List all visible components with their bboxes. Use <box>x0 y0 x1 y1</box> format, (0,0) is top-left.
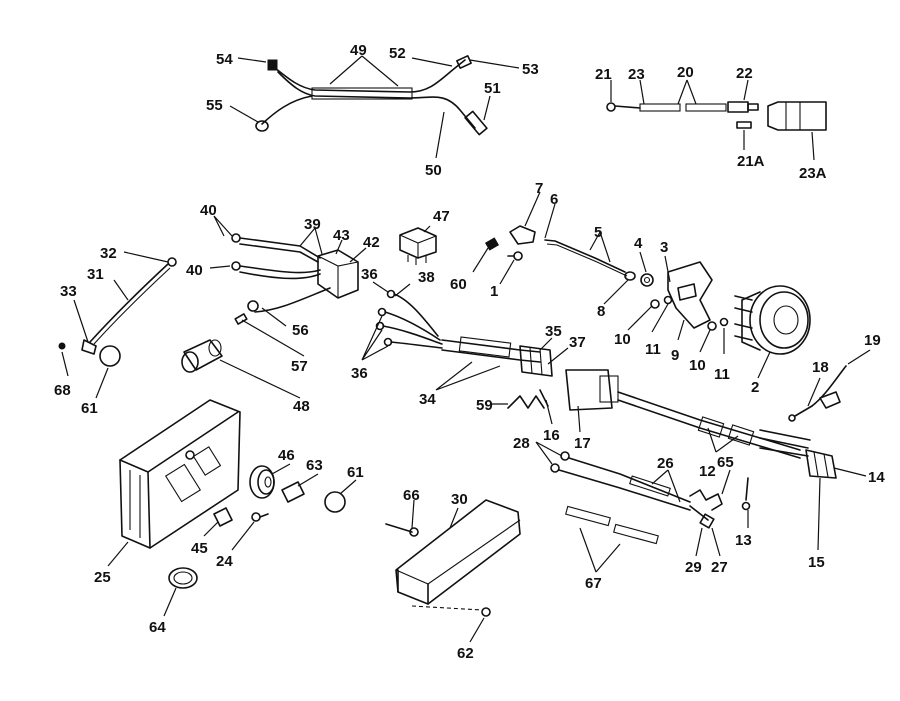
callout-67: 67 <box>585 575 602 592</box>
callout-68: 68 <box>54 382 71 399</box>
callout-42: 42 <box>363 234 380 251</box>
callout-55: 55 <box>206 97 223 114</box>
callout-29: 29 <box>685 559 702 576</box>
clamp-64 <box>168 567 198 589</box>
callout-21A: 21A <box>737 153 765 170</box>
callout-15: 15 <box>808 554 825 571</box>
callout-4: 4 <box>634 235 643 252</box>
terminal-bracket-7 <box>484 225 536 261</box>
leader-lines <box>61 55 871 643</box>
callout-27: 27 <box>711 559 728 576</box>
callout-24: 24 <box>216 553 233 570</box>
callout-18: 18 <box>812 359 829 376</box>
callout-21: 21 <box>595 66 612 83</box>
callout-65: 65 <box>717 454 734 471</box>
callout-36-top: 36 <box>361 266 378 283</box>
main-harness-34 <box>375 289 553 377</box>
callout-23: 23 <box>628 66 645 83</box>
lead-wire-20 <box>606 101 827 131</box>
callout-7: 7 <box>535 180 543 197</box>
callout-1: 1 <box>490 283 498 300</box>
callout-47: 47 <box>433 208 450 225</box>
plug-harness-17 <box>565 369 837 479</box>
grommet-46 <box>249 465 346 513</box>
callout-17: 17 <box>574 435 591 452</box>
callout-30: 30 <box>451 491 468 508</box>
callout-35: 35 <box>545 323 562 340</box>
callout-56: 56 <box>292 322 309 339</box>
callout-46: 46 <box>278 447 295 464</box>
gauge-bracket-9 <box>640 261 729 331</box>
fastener-24 <box>213 507 269 527</box>
callout-10-right: 10 <box>689 357 706 374</box>
sleeves-67 <box>565 505 659 545</box>
callout-61-left: 61 <box>81 400 98 417</box>
callout-37: 37 <box>569 334 586 351</box>
callout-34: 34 <box>419 391 436 408</box>
callout-50: 50 <box>425 162 442 179</box>
callout-labels: 54 49 52 53 51 55 50 21 23 20 22 21A 23A… <box>54 42 885 662</box>
ground-strap-31 <box>58 257 177 367</box>
callout-60: 60 <box>450 276 467 293</box>
callout-57: 57 <box>291 358 308 375</box>
lead-26 <box>550 451 715 529</box>
clamp-65 <box>689 477 751 511</box>
callout-11-right: 11 <box>714 366 730 383</box>
callout-23A: 23A <box>799 165 827 182</box>
callout-12: 12 <box>699 463 716 480</box>
callout-40-top: 40 <box>200 202 217 219</box>
box-25 <box>119 399 241 549</box>
callout-53: 53 <box>522 61 539 78</box>
callout-36-bottom: 36 <box>351 365 368 382</box>
callout-2: 2 <box>751 379 759 396</box>
relay-47 <box>399 227 437 265</box>
callout-19: 19 <box>864 332 881 349</box>
callout-16: 16 <box>543 427 560 444</box>
callout-64: 64 <box>149 619 166 636</box>
callout-48: 48 <box>293 398 310 415</box>
callout-62: 62 <box>457 645 474 662</box>
callout-40-bottom: 40 <box>186 262 203 279</box>
callout-20: 20 <box>677 64 694 81</box>
key-switch-harness-39 <box>231 233 359 325</box>
callout-38: 38 <box>418 269 435 286</box>
callout-45: 45 <box>191 540 208 557</box>
callout-28: 28 <box>513 435 530 452</box>
callout-14: 14 <box>868 469 885 486</box>
clip-59 <box>507 389 549 409</box>
callout-25: 25 <box>94 569 111 586</box>
callout-6: 6 <box>550 191 558 208</box>
callout-11-left: 11 <box>645 341 661 358</box>
callout-9: 9 <box>671 347 679 364</box>
callout-49: 49 <box>350 42 367 59</box>
callout-33: 33 <box>60 283 77 300</box>
callout-63: 63 <box>306 457 323 474</box>
lead-5 <box>544 239 636 281</box>
callout-13: 13 <box>735 532 752 549</box>
cover-30 <box>385 499 521 617</box>
callout-32: 32 <box>100 245 117 262</box>
callout-66: 66 <box>403 487 420 504</box>
callout-43: 43 <box>333 227 350 244</box>
callout-26: 26 <box>657 455 674 472</box>
callout-10-left: 10 <box>614 331 631 348</box>
callout-61-right: 61 <box>347 464 364 481</box>
callout-51: 51 <box>484 80 501 97</box>
callout-31: 31 <box>87 266 104 283</box>
callout-52: 52 <box>389 45 406 62</box>
callout-22: 22 <box>736 65 753 82</box>
wiring-harness-49 <box>255 55 488 136</box>
connector-18 <box>788 365 847 422</box>
callout-39: 39 <box>304 216 321 233</box>
fitting-48 <box>181 339 223 373</box>
callout-59: 59 <box>476 397 493 414</box>
callout-5: 5 <box>594 224 602 241</box>
callout-8: 8 <box>597 303 605 320</box>
callout-54: 54 <box>216 51 233 68</box>
gauge-2 <box>734 285 811 355</box>
callout-3: 3 <box>660 239 668 256</box>
